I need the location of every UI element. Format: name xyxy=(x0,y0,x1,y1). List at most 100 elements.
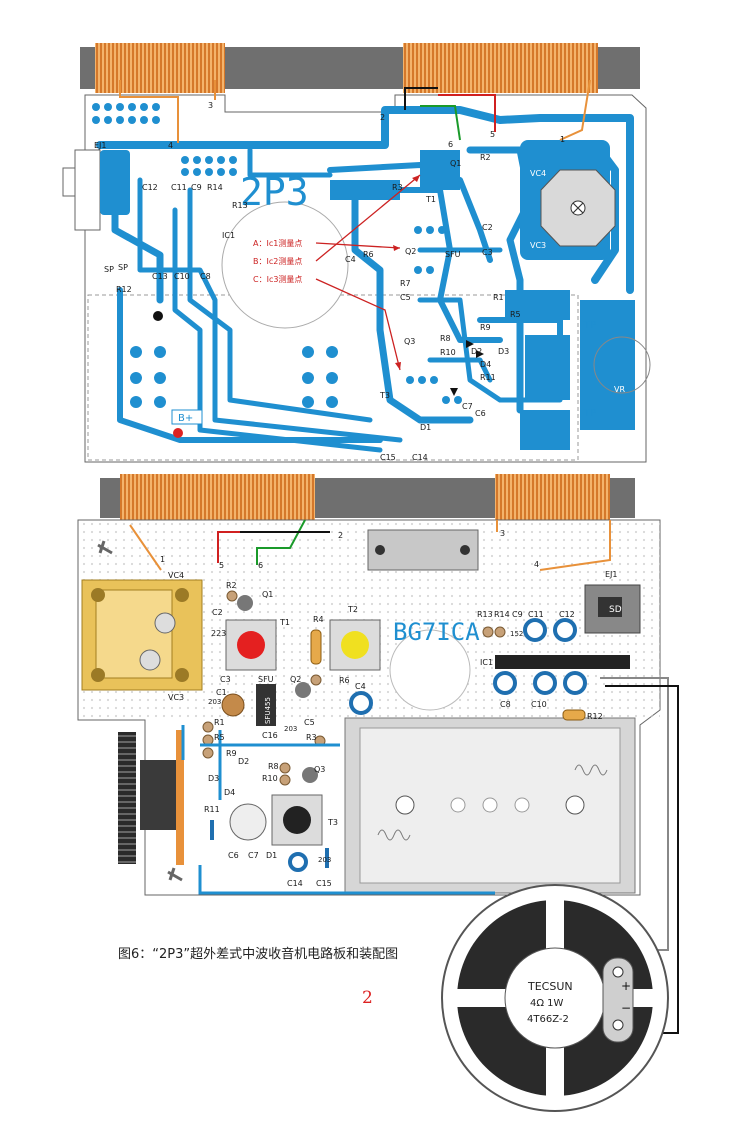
top-board-tab xyxy=(74,149,101,231)
volume-contact-strip xyxy=(176,730,184,865)
top-model-label: 2P3 xyxy=(240,170,309,214)
bottom-coil-left xyxy=(120,474,315,522)
b-label-r14: R14 xyxy=(494,610,510,619)
trimmer-lower xyxy=(139,649,161,671)
bottom-model-label: BG7ICA xyxy=(393,618,480,646)
tp-label-2: TP xyxy=(583,408,596,419)
jack-label-top: EJ1 xyxy=(94,141,107,150)
cap-screw-3 xyxy=(175,588,189,602)
b-label-r9: R9 xyxy=(226,749,237,758)
vr-label: VR xyxy=(614,385,625,394)
b-label-c15: C15 xyxy=(316,879,332,888)
wire-bottom-5 xyxy=(217,531,245,563)
terminal-top-2: 2 xyxy=(380,113,385,122)
label-c15: C15 xyxy=(380,453,396,462)
wire-coil-4 xyxy=(119,80,179,143)
label-r3: R3 xyxy=(392,183,403,192)
label-r11: R11 xyxy=(480,373,496,382)
figure-caption: 图6：“2P3”超外差式中波收音机电路板和装配图 xyxy=(118,947,399,962)
terminal-bottom-3: 3 xyxy=(500,529,505,538)
label-r9: R9 xyxy=(480,323,491,332)
t1-core-red xyxy=(237,631,265,659)
b-label-c2: C2 xyxy=(212,608,223,617)
jack-face xyxy=(598,597,622,617)
speaker-terminal-block xyxy=(602,957,634,1043)
b-label-q1: Q1 xyxy=(262,590,273,599)
b-label-d4: D4 xyxy=(224,788,235,797)
b-label-c5: C5 xyxy=(304,718,315,727)
bottom-pcb-board: SFU455 xyxy=(77,474,679,1034)
electrolytic-caps xyxy=(288,618,587,872)
volume-knurled-wheel xyxy=(118,732,136,864)
b-label-t3: T3 xyxy=(327,818,338,827)
component-labels-top: C12 C11 C9 R14 R13 IC1 SP SP R12 C13 C10… xyxy=(104,153,546,462)
b-label-q3: Q3 xyxy=(314,765,325,774)
terminal-top-3: 3 xyxy=(208,101,213,110)
arrow-head-c xyxy=(395,362,401,370)
b-label-sfu: SFU xyxy=(258,675,274,684)
b-label-r5: R5 xyxy=(214,733,225,742)
b-label-t1: T1 xyxy=(279,618,290,627)
top-board-outline xyxy=(84,94,647,463)
label-c10: C10 xyxy=(174,272,190,281)
label-q1: Q1 xyxy=(450,159,461,168)
terminal-top-4: 4 xyxy=(168,141,173,150)
jack-marking: SD xyxy=(609,605,622,615)
spring-right xyxy=(574,764,608,776)
label-r5: R5 xyxy=(510,310,521,319)
b-label-d3: D3 xyxy=(208,774,219,783)
terminal-bottom-4: 4 xyxy=(534,560,539,569)
label-q3: Q3 xyxy=(404,337,415,346)
measure-point-c: C：Ic3测量点 xyxy=(253,275,302,284)
battery-plus-pad xyxy=(173,428,183,438)
b-label-c1: C1 xyxy=(216,688,227,697)
cap-c15 xyxy=(325,848,329,868)
terminal-top-6: 6 xyxy=(448,140,453,149)
volume-pot-r11 xyxy=(229,803,267,841)
battery-minus-label: B- xyxy=(150,321,162,334)
label-t1: T1 xyxy=(425,195,436,204)
cap-code-203-a: 203 xyxy=(208,698,221,706)
b-label-r11: R11 xyxy=(204,805,220,814)
label-d1: D1 xyxy=(420,423,431,432)
measure-arrows xyxy=(315,174,421,371)
label-vc3: VC3 xyxy=(530,241,546,250)
label-c4: C4 xyxy=(345,255,356,264)
arrow-head-b xyxy=(412,175,420,182)
b-label-vc4: VC4 xyxy=(168,571,184,580)
diode-d1-icon xyxy=(450,388,458,396)
cap-screw-1 xyxy=(91,588,105,602)
b-label-c9: C9 xyxy=(512,610,523,619)
bracket-screw-left xyxy=(375,545,385,555)
cap-code-223: 223 xyxy=(211,629,226,638)
jack-label-bottom: EJ1 xyxy=(605,570,618,579)
label-c2: C2 xyxy=(482,223,493,232)
terminal-bottom-1: 1 xyxy=(160,555,165,564)
antenna-coil-left xyxy=(95,43,225,93)
antenna-coil-right xyxy=(403,43,598,93)
b-label-r2: R2 xyxy=(226,581,237,590)
speaker: + − TECSUN 4Ω 1W 4T66Z-2 xyxy=(441,884,669,1112)
label-d3: D3 xyxy=(498,347,509,356)
label-r6: R6 xyxy=(363,250,374,259)
t3-core-black xyxy=(283,806,311,834)
wire-black-top xyxy=(404,87,438,110)
holder-hole-1 xyxy=(450,797,466,813)
terminal-bottom-5: 5 xyxy=(219,561,224,570)
speaker-rating: 4Ω 1W xyxy=(530,998,564,1009)
label-c9: C9 xyxy=(191,183,202,192)
label-c14: C14 xyxy=(412,453,428,462)
wire-bottom-6 xyxy=(256,519,306,565)
spring-left xyxy=(377,829,411,841)
label-r1: R1 xyxy=(493,293,504,302)
label-c11: C11 xyxy=(171,183,187,192)
measure-point-b: B：Ic2测量点 xyxy=(253,257,302,266)
speaker-opening-top xyxy=(221,201,349,329)
capacitor-c1 xyxy=(221,693,245,717)
b-label-d2: D2 xyxy=(238,757,249,766)
screw-bottom-right-icon xyxy=(167,867,183,882)
speaker-brand: TECSUN xyxy=(527,980,573,993)
label-r13: R13 xyxy=(232,201,248,210)
b-label-c14: C14 xyxy=(287,879,303,888)
